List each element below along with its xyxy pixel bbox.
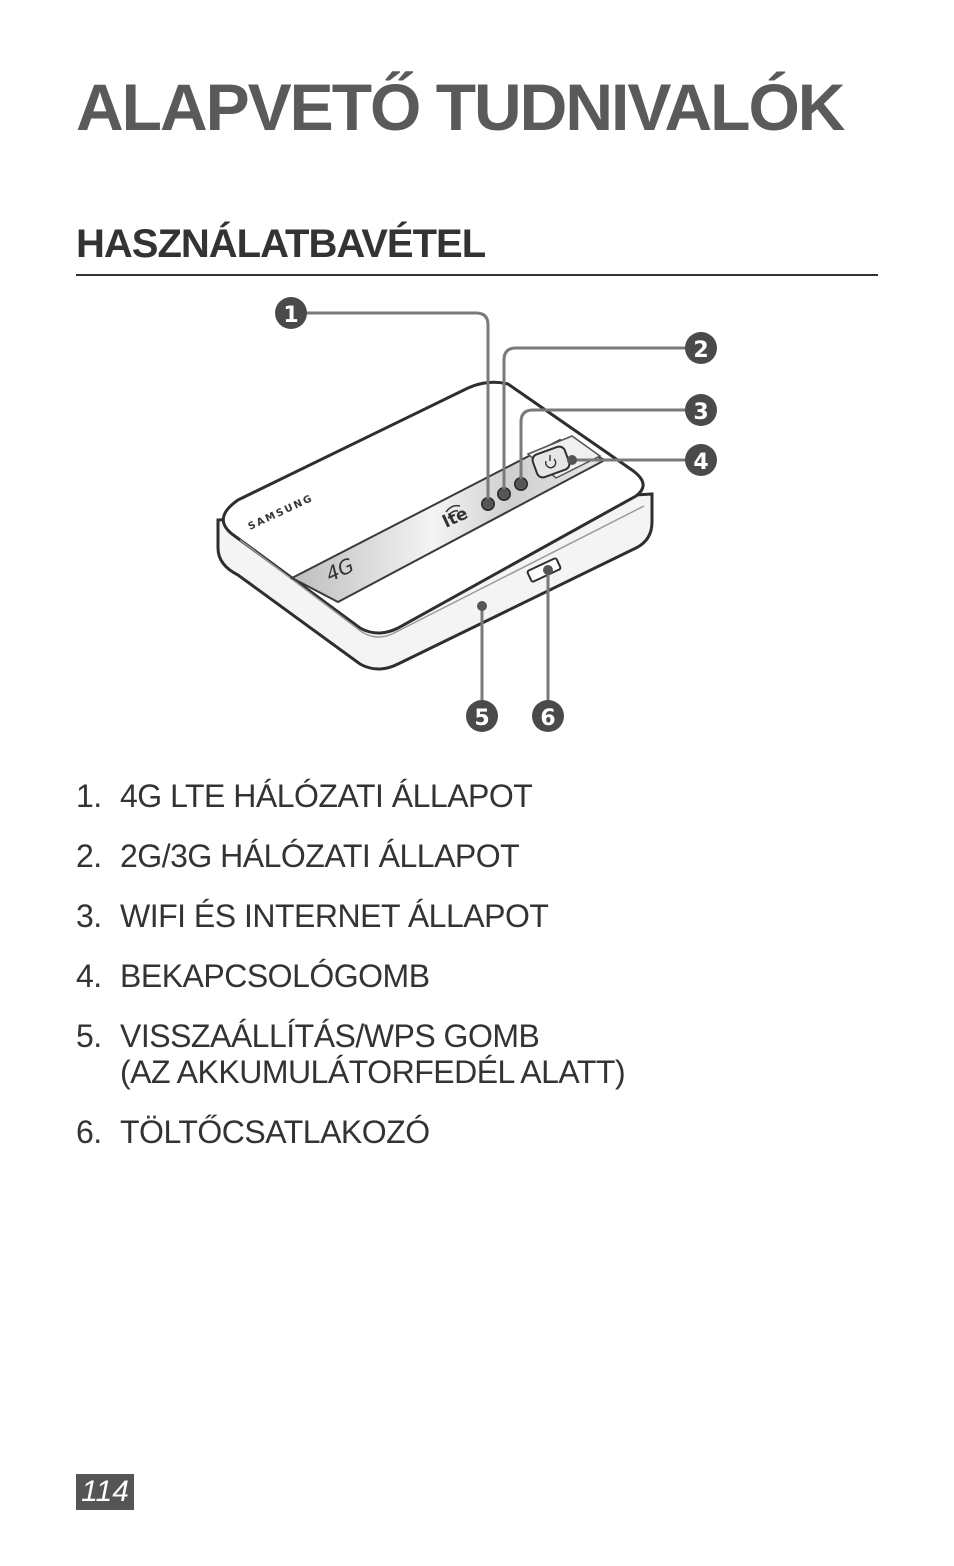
list-item-text: TÖLTŐCSATLAKOZÓ bbox=[120, 1114, 430, 1150]
page-title: ALAPVETŐ TUDNIVALÓK bbox=[76, 70, 845, 144]
list-item: 4. BEKAPCSOLÓGOMB bbox=[76, 958, 625, 994]
list-item: 5. VISSZAÁLLÍTÁS/WPS GOMB (AZ AKKUMULÁTO… bbox=[76, 1018, 626, 1090]
svg-text:1: 1 bbox=[283, 303, 298, 328]
list-item: 2. 2G/3G HÁLÓZATI ÁLLAPOT bbox=[76, 838, 625, 874]
section-heading: HASZNÁLATBAVÉTEL bbox=[76, 220, 878, 276]
callout-2: 2 bbox=[685, 332, 717, 364]
list-item: 3. WIFI ÉS INTERNET ÁLLAPOT bbox=[76, 898, 625, 934]
svg-text:6: 6 bbox=[540, 706, 555, 731]
list-item-number: 6. bbox=[76, 1114, 102, 1150]
list-item-body: VISSZAÁLLÍTÁS/WPS GOMB (AZ AKKUMULÁTORFE… bbox=[120, 1018, 626, 1090]
list-item-subtext: (AZ AKKUMULÁTORFEDÉL ALATT) bbox=[120, 1054, 626, 1090]
svg-text:5: 5 bbox=[474, 706, 489, 731]
callout-3: 3 bbox=[685, 394, 717, 426]
callout-4: 4 bbox=[685, 444, 717, 476]
list-item-text: 2G/3G HÁLÓZATI ÁLLAPOT bbox=[120, 838, 520, 874]
signal-icon bbox=[445, 504, 461, 516]
parts-list: 1. 4G LTE HÁLÓZATI ÁLLAPOT 2. 2G/3G HÁLÓ… bbox=[76, 778, 626, 1174]
callout-6: 6 bbox=[532, 700, 564, 732]
svg-text:2: 2 bbox=[693, 338, 708, 363]
device-illustration: SAMSUNG 4G lte 1 2 3 bbox=[216, 297, 717, 732]
callout-1: 1 bbox=[275, 297, 307, 329]
list-item-text: BEKAPCSOLÓGOMB bbox=[120, 958, 430, 994]
leader-line-2 bbox=[502, 346, 686, 494]
svg-text:3: 3 bbox=[693, 400, 708, 425]
list-item-number: 2. bbox=[76, 838, 102, 874]
svg-text:4: 4 bbox=[693, 450, 708, 475]
list-item-text: WIFI ÉS INTERNET ÁLLAPOT bbox=[120, 898, 549, 934]
list-item: 1. 4G LTE HÁLÓZATI ÁLLAPOT bbox=[76, 778, 625, 814]
power-icon bbox=[544, 455, 557, 469]
leader-line-3 bbox=[519, 408, 686, 484]
list-item-number: 4. bbox=[76, 958, 102, 994]
list-item: 6. TÖLTŐCSATLAKOZÓ bbox=[76, 1114, 625, 1150]
callout-5: 5 bbox=[466, 700, 498, 732]
page-number: 114 bbox=[76, 1474, 134, 1510]
list-item-number: 1. bbox=[76, 778, 102, 814]
list-item-text: 4G LTE HÁLÓZATI ÁLLAPOT bbox=[120, 778, 533, 814]
list-item-text: VISSZAÁLLÍTÁS/WPS GOMB bbox=[120, 1018, 540, 1054]
list-item-number: 3. bbox=[76, 898, 102, 934]
power-button bbox=[531, 445, 571, 479]
list-item-number: 5. bbox=[76, 1018, 102, 1054]
leader-line-1 bbox=[304, 311, 490, 504]
